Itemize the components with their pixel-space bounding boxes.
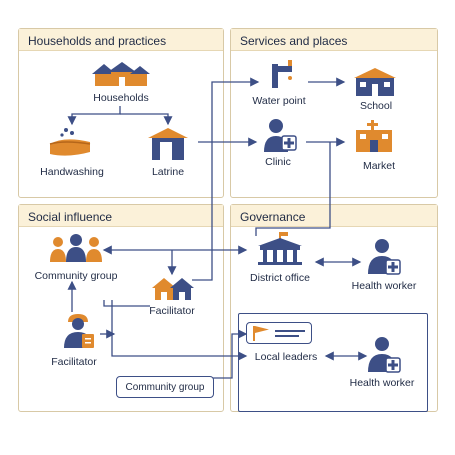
social-panel-title: Social influence <box>28 210 113 224</box>
latrine-icon <box>148 128 188 160</box>
label-health-worker-bottom: Health worker <box>349 377 415 389</box>
label-latrine: Latrine <box>151 166 185 178</box>
handwashing-icon <box>49 128 91 156</box>
school-icon <box>354 68 396 96</box>
arrow-households-handwashing <box>67 106 121 126</box>
label-handwashing: Handwashing <box>40 166 104 178</box>
people-group-icon <box>50 234 102 262</box>
services-panel-title: Services and places <box>240 34 348 48</box>
water-tap-icon <box>272 60 292 88</box>
label-facilitator-center: Facilitator <box>149 305 195 317</box>
social-panel-header: Social influence <box>19 205 223 227</box>
community-group-bottom-box <box>116 376 214 398</box>
arrow-facilitator-local-leaders <box>111 300 248 361</box>
services-panel-header: Services and places <box>231 29 437 51</box>
label-clinic: Clinic <box>265 156 291 168</box>
label-local-leaders: Local leaders <box>254 351 318 363</box>
flag-board-icon <box>246 322 312 344</box>
label-facilitator-left: Facilitator <box>51 356 97 368</box>
label-district-office: District office <box>250 272 310 284</box>
label-school: School <box>359 100 393 112</box>
doctor-icon <box>264 119 297 152</box>
households-panel-title: Households and practices <box>28 34 167 48</box>
health-worker-icon <box>368 239 401 275</box>
facilitator-icon <box>64 314 94 348</box>
houses-icon <box>92 62 150 86</box>
label-market: Market <box>362 160 396 172</box>
label-community-group-bottom: Community group <box>125 382 205 393</box>
governance-panel-header: Governance <box>231 205 437 227</box>
government-building-icon <box>258 232 302 265</box>
line-market-governance <box>255 142 331 236</box>
arrow-center-left-facilitator <box>103 300 150 307</box>
governance-panel-title: Governance <box>240 210 306 224</box>
households-panel: Households and practices <box>18 28 224 198</box>
label-households: Households <box>93 92 149 104</box>
services-panel: Services and places <box>230 28 438 198</box>
label-health-worker-top: Health worker <box>351 280 417 292</box>
label-community-group-top: Community group <box>34 270 118 282</box>
label-water-point: Water point <box>252 95 306 107</box>
arrow-facilitator-water <box>192 77 260 281</box>
market-icon <box>356 120 392 152</box>
households-panel-header: Households and practices <box>19 29 223 51</box>
village-icon <box>152 278 194 300</box>
arrow-households-latrine <box>120 113 173 126</box>
health-worker-icon <box>368 337 401 373</box>
